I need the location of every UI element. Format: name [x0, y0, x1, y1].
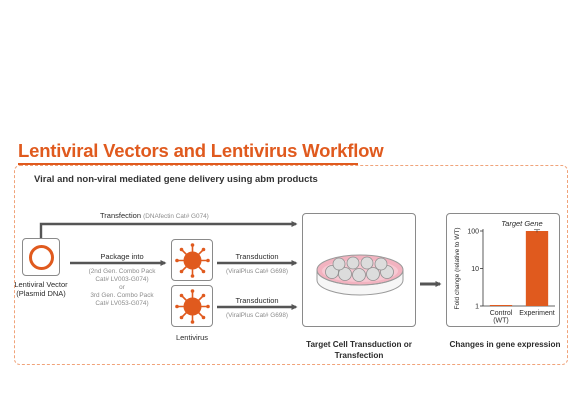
transfection-label-row: Transfection (DNAfectin Cat# G074) — [100, 211, 209, 221]
chart-y-tick-label: 1 — [475, 304, 479, 311]
chart-y-axis-label: Fold change (relative to WT) — [454, 227, 461, 309]
virus-icon — [175, 243, 210, 278]
workflow-title: Lentiviral Vectors and Lentivirus Workfl… — [18, 140, 384, 161]
transduction-bottom-note: (ViralPlus Cat# G698) — [225, 312, 289, 319]
lentivirus-label: Lentivirus — [175, 333, 209, 342]
lentivirus-box-bottom — [171, 285, 213, 327]
chart-title: Target Gene — [501, 219, 542, 228]
target-cell-box — [302, 213, 416, 327]
chart-category-label: Experiment — [519, 310, 554, 317]
expression-label: Changes in gene expression — [449, 340, 561, 349]
chart-y-tick-label: 100 — [467, 229, 479, 236]
lentivirus-box-top — [171, 239, 213, 281]
package-note-3: or — [119, 284, 125, 291]
title-underline — [18, 163, 358, 165]
transfection-label: Transfection — [100, 211, 141, 220]
vector-label-1: Lentiviral Vector — [14, 280, 68, 289]
workflow-subtitle: Viral and non-viral mediated gene delive… — [34, 174, 318, 185]
package-note-4: 3rd Gen. Combo Pack — [90, 292, 154, 299]
chart-category-label: (WT) — [493, 318, 509, 325]
transduction-top-label: Transduction — [235, 252, 279, 261]
target-cell-label-1: Target Cell Transduction or — [306, 340, 412, 349]
plasmid-box — [22, 238, 60, 276]
chart-category-label: Control — [490, 310, 513, 317]
chart-bar — [489, 305, 513, 306]
target-cell-label-2: Transfection — [334, 351, 384, 360]
vector-label-2: (Plasmid DNA) — [16, 289, 66, 298]
package-note-2: Cat# LV003-G074) — [95, 276, 149, 283]
workflow-panel — [14, 165, 568, 365]
transfection-note: (DNAfectin Cat# G074) — [143, 213, 209, 220]
plasmid-icon — [29, 245, 54, 270]
chart-y-tick-label: 10 — [471, 266, 479, 273]
petri-dish-icon — [316, 254, 404, 296]
package-note-1: (2nd Gen. Combo Pack — [88, 268, 156, 275]
transduction-bottom-label: Transduction — [235, 296, 279, 305]
transfection-arrow — [39, 221, 298, 240]
transduction-top-note: (ViralPlus Cat# G698) — [225, 268, 289, 275]
package-note-5: Cat# LV053-G074) — [95, 300, 149, 307]
chart-bar — [525, 231, 549, 306]
package-label: Package into — [100, 252, 144, 261]
virus-icon — [175, 289, 210, 324]
